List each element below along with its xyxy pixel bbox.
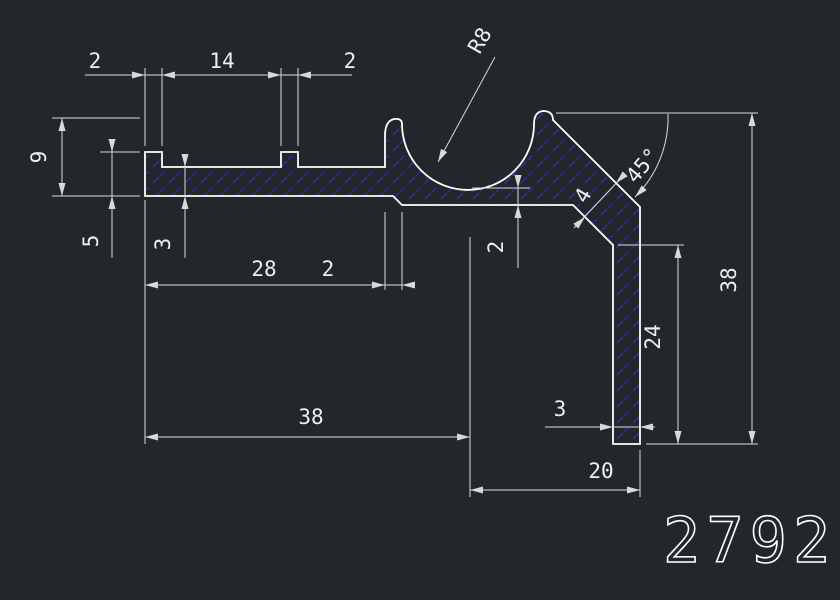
- profile-outline: [144, 110, 641, 445]
- dim-leg-thickness: 3: [554, 397, 567, 421]
- dim-right-total-height: 38: [717, 267, 741, 292]
- dim-left-lip-height: 5: [79, 235, 103, 248]
- dim-mid-length: 28: [251, 257, 276, 281]
- dim-top-tab-width: 2: [344, 49, 357, 73]
- dim-web-thickness: 2: [484, 241, 508, 254]
- drawing-number: 2792: [663, 504, 836, 577]
- dim-bottom-right-length: 20: [588, 459, 613, 483]
- dim-plate-thickness: 3: [151, 238, 175, 251]
- dim-bottom-length: 38: [298, 405, 323, 429]
- dim-left-total-height: 9: [27, 151, 51, 164]
- dim-mid-step: 2: [322, 257, 335, 281]
- dim-top-left-lip-width: 2: [89, 49, 102, 73]
- dim-top-gap-width: 14: [209, 49, 234, 73]
- dim-leg-height: 24: [641, 324, 665, 349]
